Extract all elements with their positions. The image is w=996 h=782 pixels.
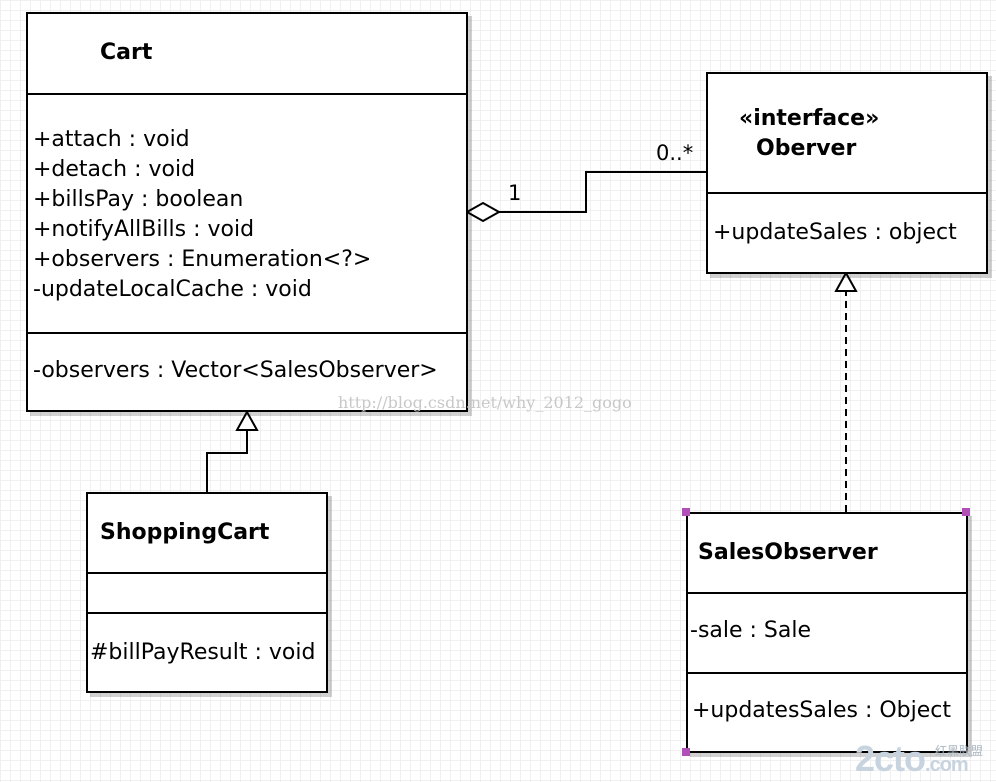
realization-arrowhead <box>834 270 858 292</box>
site-logo-suffix: .com <box>925 754 969 776</box>
class-shoppingcart-attributes <box>88 572 326 614</box>
operation: +detach : void <box>33 157 196 182</box>
class-shoppingcart-operations: #billPayResult : void <box>88 612 326 668</box>
interface-oberver-operations: +updateSales : object <box>708 192 986 248</box>
selection-handle-top-left[interactable] <box>682 508 690 516</box>
interface-stereotype: «interface» <box>739 106 880 131</box>
operation: +notifyAllBills : void <box>33 217 255 242</box>
class-cart-name: Cart <box>100 40 153 65</box>
selection-handle-bottom-left[interactable] <box>682 748 690 756</box>
watermark-url: http://blog.csdn.net/why_2012_gogo <box>338 393 632 412</box>
class-salesobserver-attributes: -sale : Sale <box>688 592 966 646</box>
operation: +billsPay : boolean <box>33 187 244 212</box>
class-shoppingcart[interactable]: ShoppingCart #billPayResult : void <box>86 492 328 693</box>
generalization-arrowhead <box>235 409 259 431</box>
interface-oberver-name: Oberver <box>756 136 857 161</box>
observer-multiplicity: 0..* <box>656 141 694 165</box>
aggregation-line <box>499 171 707 213</box>
operation: -updateLocalCache : void <box>33 277 312 302</box>
aggregation-diamond <box>464 201 502 223</box>
operation: #billPayResult : void <box>90 640 316 665</box>
generalization-line <box>206 430 248 493</box>
class-cart-operations: +attach : void +detach : void +billsPay … <box>28 93 466 305</box>
class-shoppingcart-name: ShoppingCart <box>100 520 270 545</box>
class-salesobserver-name: SalesObserver <box>698 540 878 565</box>
cart-multiplicity: 1 <box>508 181 522 205</box>
interface-oberver[interactable]: «interface» Oberver +updateSales : objec… <box>706 72 988 274</box>
operation: +updatesSales : Object <box>692 698 952 723</box>
operation: +observers : Enumeration<?> <box>33 247 372 272</box>
site-logo-cn: 红黑联盟 <box>935 744 984 758</box>
class-salesobserver-operations: +updatesSales : Object <box>688 672 966 726</box>
operation: +updateSales : object <box>713 220 957 245</box>
site-logo: 2cto.com <box>855 738 969 780</box>
class-cart-attributes: -observers : Vector<SalesObserver> <box>28 332 466 386</box>
class-salesobserver[interactable]: SalesObserver -sale : Sale +updatesSales… <box>686 512 968 753</box>
attribute: -sale : Sale <box>690 618 812 643</box>
selection-handle-top-right[interactable] <box>962 508 970 516</box>
class-cart[interactable]: Cart +attach : void +detach : void +bill… <box>26 12 468 412</box>
attribute: -observers : Vector<SalesObserver> <box>33 358 438 383</box>
site-logo-text: 2cto <box>855 738 926 779</box>
operation: +attach : void <box>33 127 190 152</box>
